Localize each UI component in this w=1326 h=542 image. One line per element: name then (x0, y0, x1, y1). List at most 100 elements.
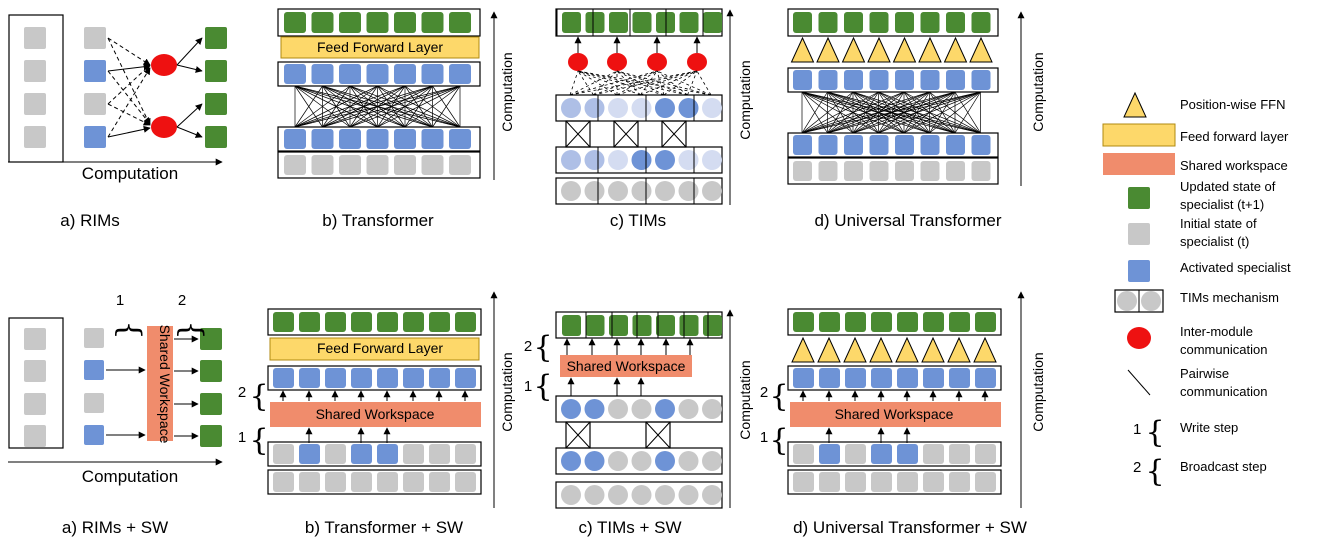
tsw-output-cell (273, 312, 294, 332)
timsw-upper-oval (702, 399, 722, 419)
utsw-output-cell (897, 312, 918, 332)
pairwise-line (432, 85, 461, 128)
tsw-input-frame (267, 469, 482, 495)
rims-prev-state (24, 93, 46, 115)
transformer-lower-cell (421, 129, 444, 149)
transformer-sw-workspace-label: Shared Workspace (316, 406, 435, 422)
rims-sw-state-gray (84, 328, 104, 348)
tsw-state-cell (403, 444, 424, 464)
transformer-input-cell (284, 155, 306, 175)
transformer-output-cell (311, 12, 334, 33)
rims-computation-label: Computation (82, 164, 178, 183)
tsw-output-cell (299, 312, 320, 332)
pairwise-line (801, 91, 981, 134)
ut-output-cell (818, 12, 838, 33)
ut-lower-cell (946, 135, 965, 155)
tims-output-cell (562, 12, 581, 33)
ut-lower-cell (920, 135, 940, 155)
tims-lower-oval (678, 150, 699, 170)
rims-dashed-edge (107, 70, 151, 125)
timsw-input-oval (678, 485, 699, 505)
timsw-input-oval (584, 485, 605, 505)
ut-input-cell (869, 161, 889, 181)
utsw-input-cell (923, 472, 944, 492)
ut-ffn-triangle (867, 36, 891, 63)
tims-lower-oval (584, 150, 605, 170)
pairwise-line (294, 85, 461, 128)
tsw-upper-cell (429, 368, 450, 388)
transformer-lower-cell (284, 129, 306, 149)
legend-text-feed-forward: Feed forward layer (1180, 129, 1289, 144)
utsw-input-cell (819, 472, 840, 492)
tsw-state-cell (273, 444, 294, 464)
pairwise-line (801, 91, 854, 134)
pairwise-line (349, 85, 461, 128)
timsw-broadcast-brace: { (533, 330, 552, 365)
utsw-output-cell (949, 312, 970, 332)
caption-rims-sw: a) RIMs + SW (62, 518, 168, 537)
transformer-lower-cell (311, 129, 334, 149)
utsw-state-cell (949, 444, 970, 464)
tims-dashed-edge (577, 70, 665, 96)
legend-text-pairwise-1: Pairwise (1180, 366, 1229, 381)
tsw-input-cell (273, 472, 294, 492)
caption-universal-transformer: d) Universal Transformer (814, 211, 1001, 230)
legend-text-tims: TIMs mechanism (1180, 290, 1279, 305)
tims-sw-step-1: 1 (524, 378, 532, 395)
legend-write-number: 1 (1133, 421, 1141, 438)
utsw-upper-frame (787, 365, 1002, 391)
transformer-output-cell (339, 12, 361, 33)
pairwise-line (404, 85, 461, 128)
tims-cross (661, 120, 687, 148)
ut-ffn-triangle (892, 36, 917, 63)
pairwise-line (294, 85, 351, 128)
transformer-input-cell (311, 155, 334, 175)
timsw-upper-oval (561, 399, 581, 419)
transformer-output-cell (394, 12, 416, 33)
ut-upper-cell (971, 70, 991, 90)
ut-output-cell (869, 12, 889, 33)
pairwise-line (903, 91, 981, 134)
gray-square-icon (1128, 223, 1150, 245)
rims-next-state (205, 93, 227, 115)
pairwise-line (322, 85, 461, 128)
pairwise-line (294, 85, 323, 128)
broadcast-brace-icon: { (1145, 454, 1164, 489)
transformer-output-cell (449, 12, 471, 33)
tims-dashed-edge (569, 70, 579, 96)
tims-cross (613, 120, 639, 148)
rims-edge (176, 126, 203, 138)
pairwise-line (801, 91, 930, 134)
transformer-computation-label: Computation (499, 52, 515, 131)
timsw-lower-oval (561, 451, 581, 471)
tsw-input-cell (351, 472, 372, 492)
tims-input-oval (702, 181, 722, 201)
ut-lower-cell (895, 135, 914, 155)
rims-sw-prev-state (24, 328, 46, 350)
tsw-state-cell (377, 444, 398, 464)
tims-dashed-edge (577, 70, 641, 96)
utsw-input-cell (845, 472, 866, 492)
timsw-upper-oval (678, 399, 699, 419)
timsw-lower-oval (584, 451, 605, 471)
tsw-output-frame (267, 308, 482, 336)
utsw-state-cell (871, 444, 892, 464)
tims-ovals-icon (1141, 291, 1161, 311)
tims-dashed-edge (577, 70, 618, 96)
utsw-ffn-triangle (921, 336, 945, 363)
ut-upper-cell (946, 70, 965, 90)
utsw-input-cell (871, 472, 892, 492)
legend-text-inter-module-1: Inter-module (1180, 324, 1253, 339)
ut-upper-cell (844, 70, 863, 90)
rims-next-state (205, 60, 227, 82)
transformer-input-cell (421, 155, 444, 175)
rims-state-blue (84, 60, 106, 82)
timsw-lower-oval (702, 451, 722, 471)
utsw-upper-cell (819, 368, 840, 388)
tims-dashed-edge (656, 70, 688, 96)
utsw-output-cell (845, 312, 866, 332)
pairwise-line (801, 91, 879, 134)
transformer-input-cell (366, 155, 389, 175)
timsw-lower-oval (608, 451, 628, 471)
utsw-state-cell (793, 444, 814, 464)
